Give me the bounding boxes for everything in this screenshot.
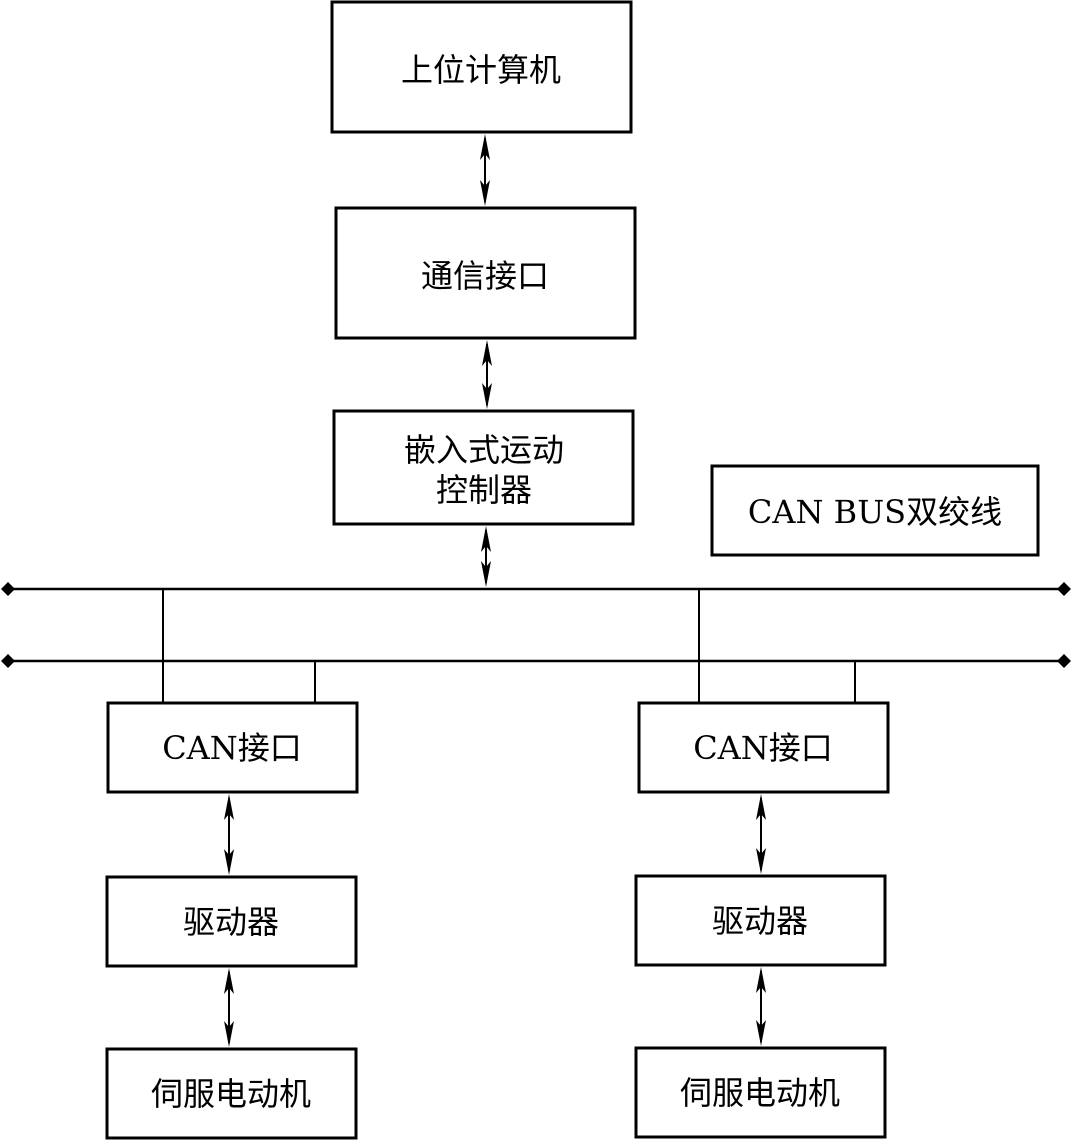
bus-terminator-icon [1,582,15,596]
arrowhead-up-icon [482,340,492,366]
host-computer-label: 上位计算机 [401,51,561,89]
arrowhead-up-icon [224,968,234,994]
left-can-to-driver-arrow [224,794,234,875]
host-to-comm-arrow [480,134,490,206]
right-servo-motor-label: 伺服电动机 [680,1074,840,1112]
arrowhead-down-icon [224,1021,234,1047]
arrowhead-down-icon [482,383,492,409]
bus-legend-box: CAN BUS双绞线 [710,464,1040,557]
left-driver-to-motor-arrow [224,968,234,1047]
right-driver-box: 驱动器 [634,874,887,967]
arrowhead-up-icon [480,134,490,160]
bus-terminator-icon [1057,654,1071,668]
left-driver-box: 驱动器 [105,875,358,968]
right-can-interface-box: CAN接口 [637,701,890,794]
right-can-to-driver-arrow [756,794,766,874]
controller-to-bus-arrow [481,526,491,587]
comm-to-controller-arrow [482,340,492,409]
left-servo-motor-label: 伺服电动机 [151,1075,311,1113]
bus-terminator-icon [1,654,15,668]
controller-label-line2: 控制器 [436,471,532,509]
right-driver-label: 驱动器 [712,902,808,940]
comm-interface-box: 通信接口 [334,206,637,340]
arrowhead-down-icon [756,1020,766,1046]
arrowhead-up-icon [481,526,491,552]
bus-legend-label: CAN BUS双绞线 [748,493,1002,531]
arrowhead-down-icon [480,180,490,206]
arrowhead-up-icon [224,794,234,820]
arrowhead-down-icon [224,849,234,875]
host-computer-box: 上位计算机 [330,0,633,134]
arrows-group [224,134,766,1047]
left-can-interface-box: CAN接口 [106,701,359,794]
arrowhead-up-icon [756,794,766,820]
right-servo-motor-box: 伺服电动机 [634,1046,887,1139]
bus-terminator-icon [1057,582,1071,596]
comm-interface-label: 通信接口 [421,257,549,295]
left-servo-motor-box: 伺服电动机 [105,1047,358,1140]
left-can-interface-label: CAN接口 [162,729,302,767]
controller-label-line1: 嵌入式运动 [404,431,564,469]
arrowhead-down-icon [756,848,766,874]
right-can-interface-label: CAN接口 [693,729,833,767]
arrowhead-up-icon [756,967,766,993]
right-driver-to-motor-arrow [756,967,766,1046]
arrowhead-down-icon [481,561,491,587]
left-driver-label: 驱动器 [183,903,279,941]
embedded-motion-controller-box: 嵌入式运动 控制器 [332,409,635,526]
